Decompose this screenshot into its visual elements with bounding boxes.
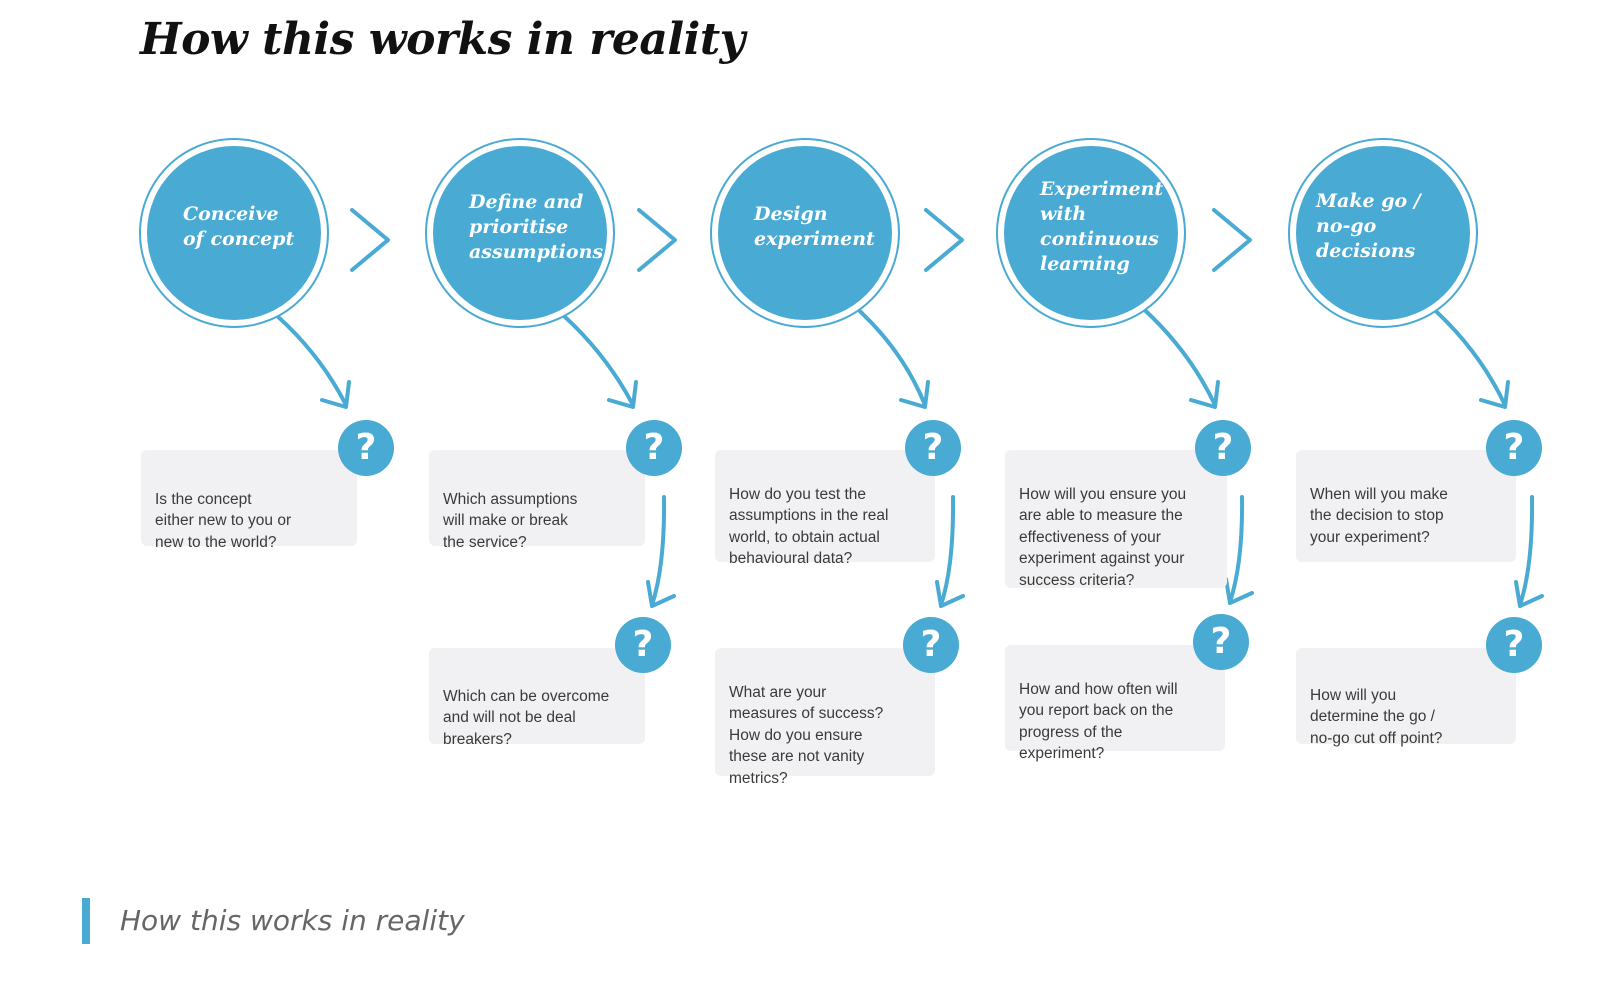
stage-label: Design experiment [754,203,875,250]
question-text: What are your measures of success? How d… [729,683,884,787]
stage-label: Define and prioritise assumptions [469,190,604,263]
question-mark-icon: ? [615,617,671,673]
question-mark-icon: ? [1486,420,1542,476]
question-mark-icon: ? [626,420,682,476]
question-card: How and how often will you report back o… [1005,645,1225,762]
chevron-right-icon [350,208,390,272]
down-arrow-icon [935,495,965,608]
question-card: Which can be overcome and will not be de… [429,648,645,748]
question-card: Is the concept either new to you or new … [141,450,357,551]
question-text: How and how often will you report back o… [1019,680,1178,763]
figure-caption: How this works in reality [82,898,465,944]
question-text: When will you make the decision to stop … [1310,485,1448,546]
chevron-right-icon [1212,208,1252,272]
stage-design-experiment: Design experiment [718,146,892,320]
curved-arrow-icon [1136,302,1220,409]
connector-layer [266,208,1544,608]
question-text: Which can be overcome and will not be de… [443,687,610,748]
stage-label: Experiment with continuous learning [1040,178,1164,275]
curved-arrow-icon [850,302,930,409]
question-card: Which assumptions will make or break the… [429,450,645,551]
stage-label: Make go / no-go decisions [1316,189,1421,262]
curved-arrow-icon [266,306,351,409]
down-arrow-icon [1514,495,1544,608]
question-text: Which assumptions will make or break the… [443,490,578,551]
question-mark-icon: ? [1486,617,1542,673]
stage-experiment-with-continuous-learning: Experiment with continuous learning [1004,146,1178,320]
question-card: How do you test the assumptions in the r… [715,450,935,567]
down-arrow-icon [1224,495,1254,605]
question-mark-icon: ? [338,420,394,476]
curved-arrow-icon [1426,302,1510,409]
down-arrow-icon [646,495,676,608]
stage-define-and-prioritise-assumptions: Define and prioritise assumptions [433,146,607,320]
curved-arrow-icon [553,306,638,409]
question-card: How will you ensure you are able to meas… [1005,450,1227,589]
stage-label: Conceive of concept [183,203,295,250]
question-text: Is the concept either new to you or new … [155,490,292,551]
chevron-right-icon [924,208,964,272]
question-text: How do you test the assumptions in the r… [729,485,889,568]
page-title: How this works in reality [140,14,745,65]
question-card: How will you determine the go / no-go cu… [1296,648,1516,747]
question-text: How will you ensure you are able to meas… [1019,485,1187,589]
stage-make-go-no-go-decisions: Make go / no-go decisions [1296,146,1470,320]
question-card: What are your measures of success? How d… [715,648,935,787]
question-mark-icon: ? [1193,614,1249,670]
chevron-right-icon [637,208,677,272]
process-diagram: Conceive of concept Is the concept eithe… [141,146,1544,787]
question-mark-icon: ? [905,420,961,476]
stage-conceive-of-concept: Conceive of concept [147,146,321,320]
question-mark-icon: ? [903,617,959,673]
question-card: When will you make the decision to stop … [1296,450,1516,562]
question-mark-icon: ? [1195,420,1251,476]
question-text: How will you determine the go / no-go cu… [1310,686,1443,747]
